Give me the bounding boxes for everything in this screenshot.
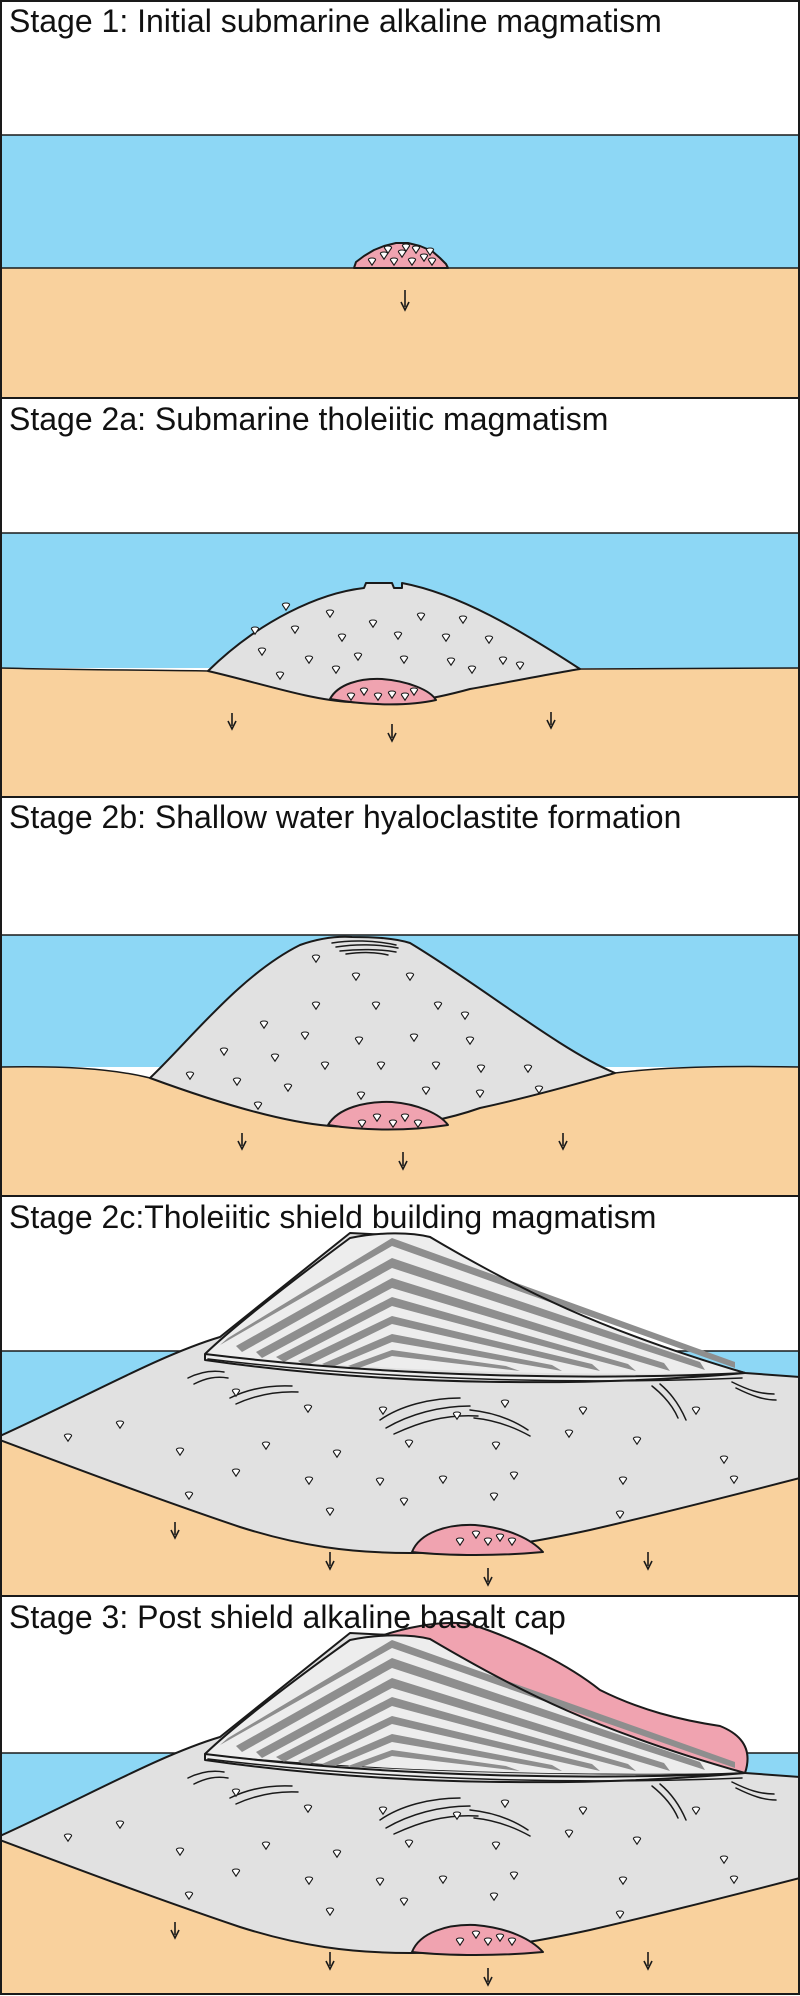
panel-stage-1: Stage 1: Initial submarine alkaline magm… [0, 0, 800, 398]
panel-title: Stage 2c:Tholeiitic shield building magm… [9, 1199, 656, 1235]
panel-stage-2c: Stage 2c:Tholeiitic shield building magm… [0, 1196, 800, 1596]
panel-title: Stage 3: Post shield alkaline basalt cap [9, 1599, 566, 1635]
panel-title: Stage 2b: Shallow water hyaloclastite fo… [9, 799, 681, 835]
panel-title: Stage 2a: Submarine tholeiitic magmatism [9, 401, 608, 437]
panel-stage-3: Stage 3: Post shield alkaline basalt cap [0, 1596, 800, 1994]
seafloor-line [580, 668, 800, 669]
panel-title: Stage 1: Initial submarine alkaline magm… [9, 3, 662, 39]
panel-stage-2a: Stage 2a: Submarine tholeiitic magmatism [0, 398, 800, 797]
panel-stage-2b: Stage 2b: Shallow water hyaloclastite fo… [0, 797, 800, 1196]
oceanic-crust [0, 268, 800, 398]
